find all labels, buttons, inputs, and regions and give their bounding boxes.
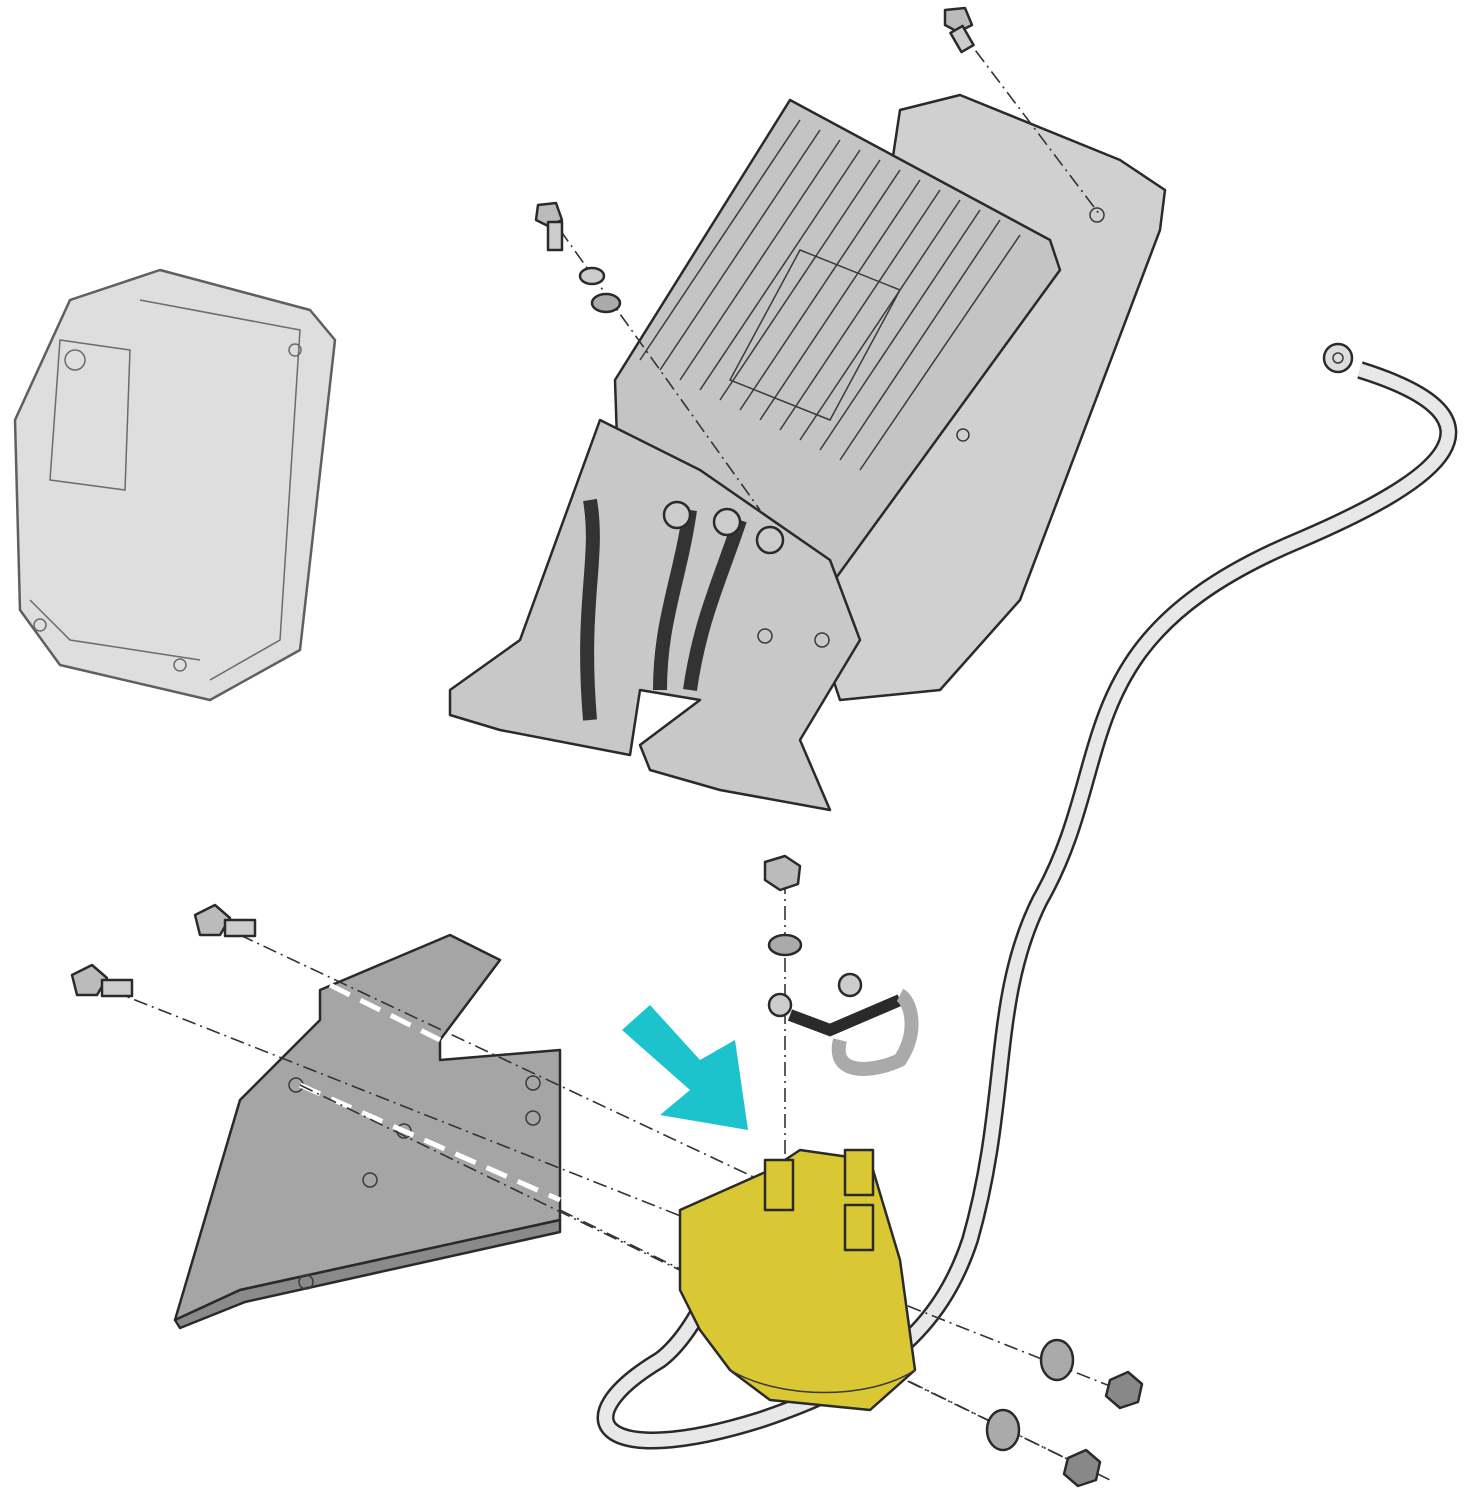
controller-cover — [13, 268, 337, 702]
bolt-icon — [534, 201, 564, 252]
highlight-arrow-icon — [622, 1005, 748, 1130]
bolt-icon — [70, 963, 134, 998]
bolt-icon — [193, 903, 257, 938]
nut-icon — [763, 854, 802, 892]
nut-icon — [1062, 1448, 1102, 1488]
solenoid-mounting-plate — [173, 933, 562, 1330]
solenoid — [678, 1148, 917, 1412]
jumper-cable — [767, 972, 919, 1076]
battery-cable — [596, 342, 1458, 1450]
bolt-icon — [943, 6, 975, 54]
motor-controller-assembly — [448, 93, 1167, 812]
fasteners — [70, 6, 1144, 1488]
nut-icon — [1104, 1370, 1144, 1410]
